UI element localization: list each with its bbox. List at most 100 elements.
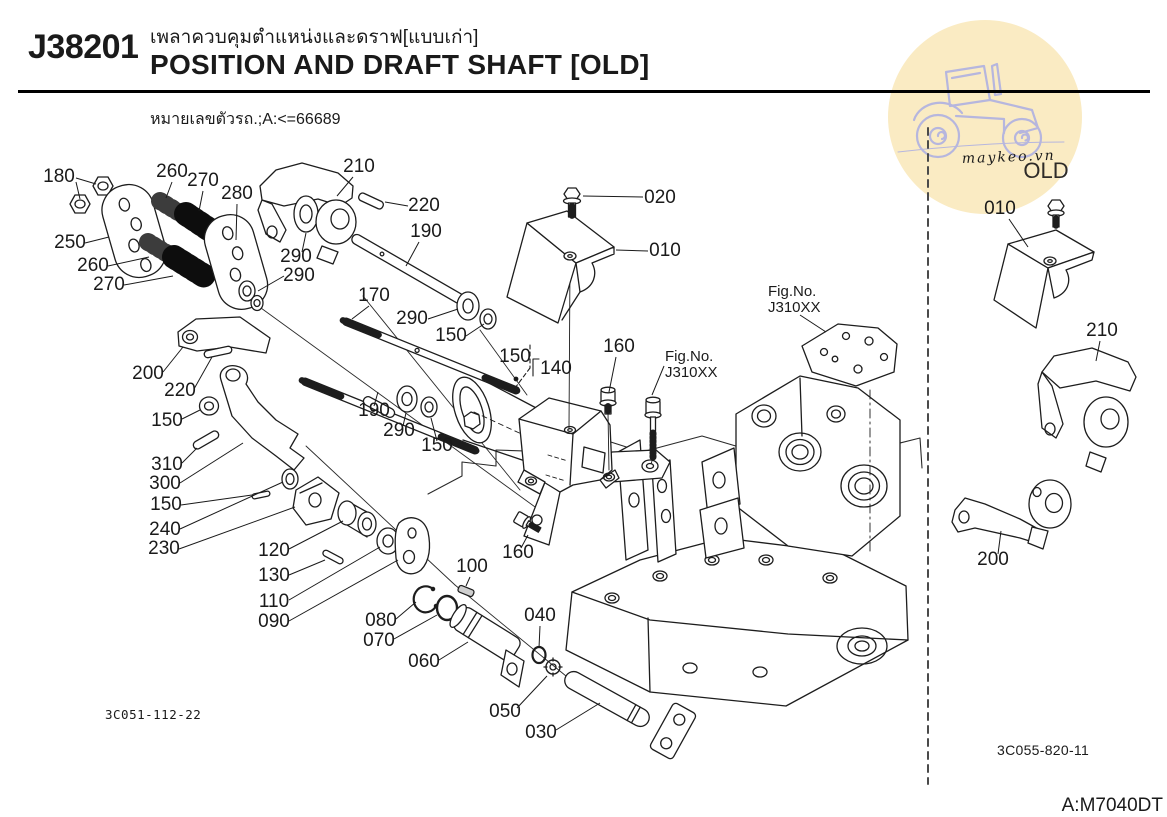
leader-line — [107, 256, 150, 267]
leader-line — [351, 305, 370, 320]
drawing-code-left: 3C051-112-22 — [105, 707, 201, 722]
header: J38201 เพลาควบคุมตำแหน่งและดราฟ[แบบเก่า]… — [18, 27, 1150, 128]
leader-line — [75, 181, 81, 200]
leader-line — [193, 356, 213, 390]
leader-line — [651, 365, 665, 396]
leader-line — [288, 559, 326, 576]
footer: 3C051-112-22 3C055-820-11 A:M7040DT — [105, 707, 1163, 816]
part-callout: 050 — [489, 701, 521, 722]
cover-010 — [506, 210, 615, 429]
bracket-210-old — [1037, 347, 1137, 473]
part-callout: 240 — [149, 519, 181, 540]
small-parts-chain — [192, 365, 697, 760]
tractor-icon — [897, 62, 1065, 159]
fig-ref-text: J310XX — [768, 299, 821, 316]
part-callout: 160 — [603, 336, 635, 357]
bolt-fig-ref — [644, 396, 662, 465]
part-callout: 080 — [365, 610, 397, 631]
cover-010-old — [993, 199, 1095, 329]
part-callout: 150 — [435, 325, 467, 346]
part-callout: 260 — [77, 255, 109, 276]
part-callout: 060 — [408, 651, 440, 672]
part-callout: 100 — [456, 556, 488, 577]
bolt-160-upper — [599, 386, 617, 471]
serial-note: หมายเลขตัวรถ.;A:<=66689 — [150, 111, 341, 128]
leader-line — [799, 314, 827, 333]
clip-050 — [543, 657, 563, 677]
leader-line — [608, 356, 617, 393]
fig-ref-text: Fig.No. — [665, 348, 713, 365]
pin-220-top — [358, 192, 384, 210]
washers-under-280 — [238, 280, 264, 312]
part-callout: 180 — [43, 166, 75, 187]
model-code: A:M7040DT — [1062, 795, 1164, 816]
leader-line — [427, 308, 459, 320]
watermark: maykeo.vn — [888, 20, 1082, 214]
spring-270-lower — [162, 245, 218, 289]
leader-line — [301, 232, 307, 253]
shaft-end-block — [649, 702, 697, 760]
section-code: J38201 — [28, 28, 138, 66]
part-callout: 270 — [93, 274, 125, 295]
part-callout: 030 — [525, 722, 557, 743]
snap-ring-080 — [412, 585, 438, 614]
drawing-code-right: 3C055-820-11 — [997, 742, 1089, 758]
leader-line — [181, 409, 201, 420]
part-callout: 110 — [259, 591, 289, 612]
part-callout: 270 — [187, 170, 219, 191]
part-callout: 290 — [283, 265, 315, 286]
leader-line — [405, 241, 420, 267]
nuts-180 — [69, 176, 114, 214]
key-100 — [457, 584, 475, 598]
part-callout: 150 — [499, 346, 531, 367]
base-plate-housing — [565, 537, 909, 707]
threaded-rod-170-upper — [339, 317, 521, 395]
leader-line — [162, 346, 184, 373]
leader-line — [555, 702, 601, 731]
leader-line — [165, 181, 173, 199]
lever-300 — [219, 365, 305, 471]
leader-line — [235, 203, 238, 241]
leader-line — [288, 559, 399, 622]
exploded-diagram-artwork — [69, 127, 1137, 785]
part-callout: 300 — [149, 473, 181, 494]
title-en: POSITION AND DRAFT SHAFT [OLD] — [150, 49, 649, 80]
part-callout: 190 — [410, 221, 442, 242]
bracket-140 — [517, 397, 620, 546]
leader-line — [402, 412, 407, 427]
part-callout: 120 — [258, 540, 290, 561]
part-callout: 150 — [150, 494, 182, 515]
pin-220-left — [203, 345, 233, 359]
leader-line — [1095, 340, 1101, 362]
leader-line — [465, 576, 471, 587]
part-callout: 170 — [358, 285, 390, 306]
part-callout: 020 — [644, 187, 676, 208]
leader-line — [1008, 218, 1029, 248]
part-callout: 290 — [383, 420, 415, 441]
leader-line — [516, 675, 548, 709]
part-callout: 200 — [977, 549, 1009, 570]
leader-line — [336, 176, 354, 197]
part-callout: 090 — [258, 611, 290, 632]
leader-line — [393, 614, 438, 640]
bracket-210-main — [257, 162, 357, 265]
part-callout: 220 — [164, 380, 196, 401]
leader-line — [520, 534, 529, 549]
leader-line — [75, 177, 97, 185]
leader-line — [123, 275, 174, 286]
header-rule — [18, 90, 1150, 93]
bolt-160-lower — [513, 511, 542, 533]
leader-line — [465, 323, 485, 337]
ring-150 — [198, 396, 220, 416]
leader-line — [288, 546, 381, 601]
plate-090 — [394, 517, 431, 575]
arm-200-main — [177, 316, 271, 354]
part-callout: 150 — [421, 435, 453, 456]
dashed-callout-150-140 — [511, 344, 540, 393]
leader-line — [438, 641, 469, 661]
leader-lines — [75, 176, 1101, 731]
leader-line — [430, 417, 438, 442]
part-callout: 250 — [54, 232, 86, 253]
